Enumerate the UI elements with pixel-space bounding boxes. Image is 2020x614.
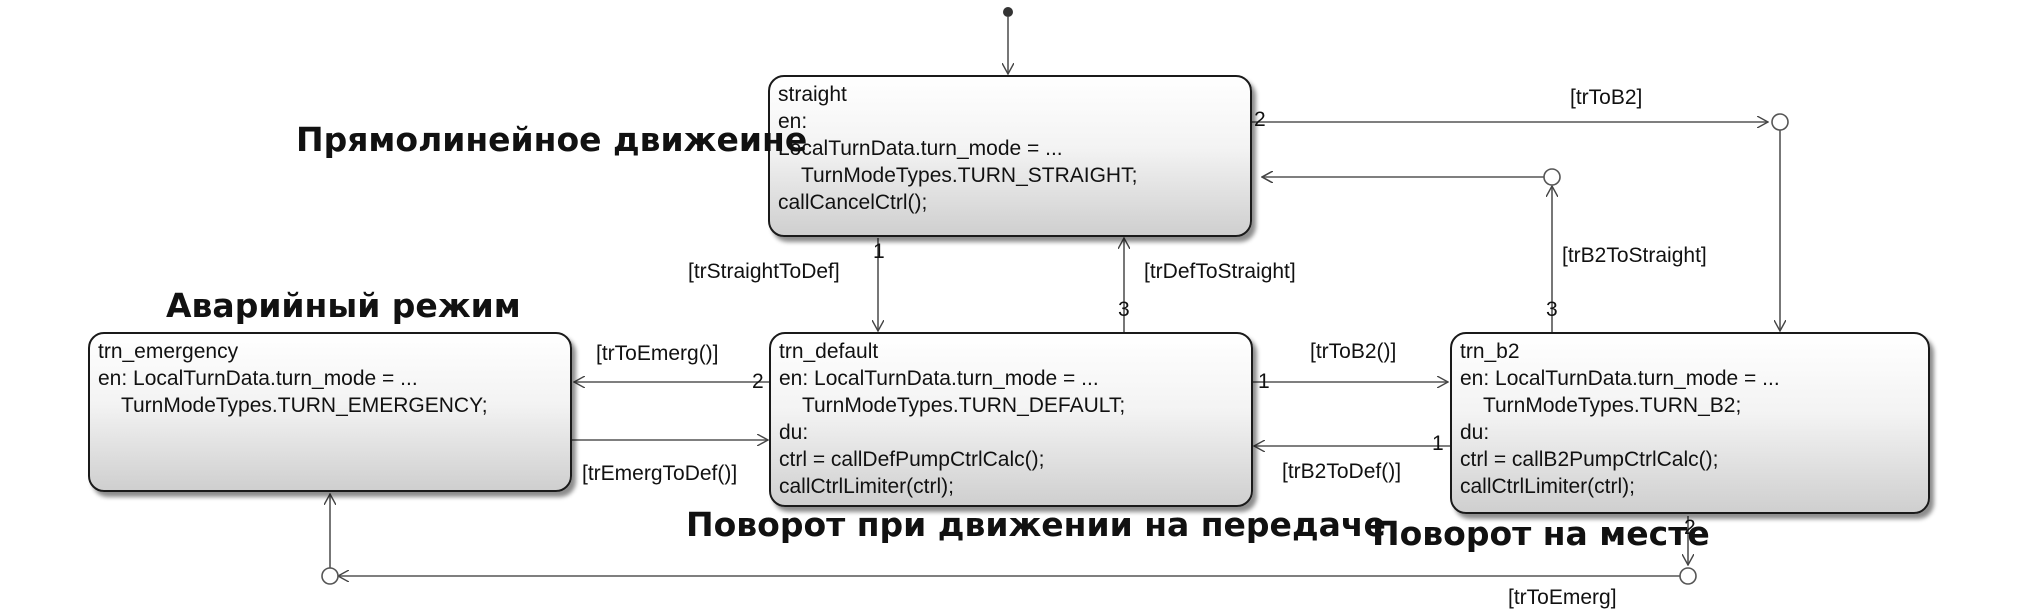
transition-junction-to-straight-visible[interactable] (1262, 169, 1552, 177)
state-trn-b2-line: en: LocalTurnData.turn_mode = ... (1460, 367, 1780, 390)
state-trn-emergency-line: TurnModeTypes.TURN_EMERGENCY; (98, 394, 488, 417)
caption-b2: Поворот на месте (1372, 514, 1710, 553)
state-trn-emergency[interactable]: trn_emergency en: LocalTurnData.turn_mod… (88, 332, 572, 492)
state-straight-line: LocalTurnData.turn_mode = ... (778, 137, 1063, 160)
state-straight-line: callCancelCtrl(); (778, 191, 928, 214)
state-trn-default-name: trn_default (779, 340, 879, 363)
state-trn-default-line: TurnModeTypes.TURN_DEFAULT; (779, 394, 1126, 417)
caption-default: Поворот при движении на передаче (686, 505, 1386, 544)
default-transition-dot (1003, 7, 1013, 17)
caption-straight: Прямолинейное движеине (296, 120, 808, 159)
priority-b2-to-default: 1 (1432, 432, 1444, 455)
label-trToB2-top[interactable]: [trToB2] (1570, 86, 1643, 109)
label-trToB2-def[interactable]: [trToB2()] (1310, 340, 1397, 363)
caption-emergency: Аварийный режим (166, 286, 521, 325)
priority-default-to-b2: 1 (1258, 370, 1270, 393)
state-trn-emergency-name: trn_emergency (98, 340, 239, 363)
state-trn-b2-line: ctrl = callB2PumpCtrlCalc(); (1460, 448, 1719, 471)
state-straight-name: straight (778, 83, 847, 106)
junction-right-top[interactable] (1771, 113, 1789, 131)
state-trn-default[interactable]: trn_default en: LocalTurnData.turn_mode … (769, 332, 1253, 507)
state-trn-b2-line: callCtrlLimiter(ctrl); (1460, 475, 1635, 498)
state-trn-b2-name: trn_b2 (1460, 340, 1520, 363)
state-trn-default-line: en: LocalTurnData.turn_mode = ... (779, 367, 1099, 390)
label-trB2ToDef[interactable]: [trB2ToDef()] (1282, 460, 1402, 483)
label-trEmergToDef[interactable]: [trEmergToDef()] (582, 462, 738, 485)
priority-b2-to-straight: 3 (1546, 298, 1558, 321)
state-trn-default-line: callCtrlLimiter(ctrl); (779, 475, 954, 498)
label-trToEmerg-b2[interactable]: [trToEmerg] (1508, 586, 1617, 609)
state-straight-line: en: (778, 110, 808, 133)
state-trn-default-line: du: (779, 421, 809, 444)
junction-bottom-right[interactable] (1679, 567, 1697, 585)
priority-straight-to-b2: 2 (1254, 108, 1266, 131)
label-trStraightToDef[interactable]: [trStraightToDef] (688, 260, 840, 283)
label-trB2ToStraight[interactable]: [trB2ToStraight] (1562, 244, 1707, 267)
state-trn-b2-line: TurnModeTypes.TURN_B2; (1460, 394, 1742, 417)
state-trn-emergency-line: en: LocalTurnData.turn_mode = ... (98, 367, 418, 390)
junction-b2-up[interactable] (1543, 168, 1561, 186)
priority-default-to-emergency: 2 (752, 370, 764, 393)
state-straight[interactable]: straight en: LocalTurnData.turn_mode = .… (768, 75, 1252, 237)
state-trn-default-line: ctrl = callDefPumpCtrlCalc(); (779, 448, 1045, 471)
priority-straight-to-default: 1 (873, 240, 885, 263)
priority-default-to-straight: 3 (1118, 298, 1130, 321)
priority-b2-to-emergency: 2 (1684, 516, 1696, 539)
state-trn-b2[interactable]: trn_b2 en: LocalTurnData.turn_mode = ...… (1450, 332, 1930, 514)
state-trn-b2-line: du: (1460, 421, 1490, 444)
label-trToEmerg-def[interactable]: [trToEmerg()] (596, 342, 719, 365)
label-trDefToStraight[interactable]: [trDefToStraight] (1144, 260, 1296, 283)
junction-bottom-left[interactable] (321, 567, 339, 585)
state-straight-line: TurnModeTypes.TURN_STRAIGHT; (778, 164, 1138, 187)
